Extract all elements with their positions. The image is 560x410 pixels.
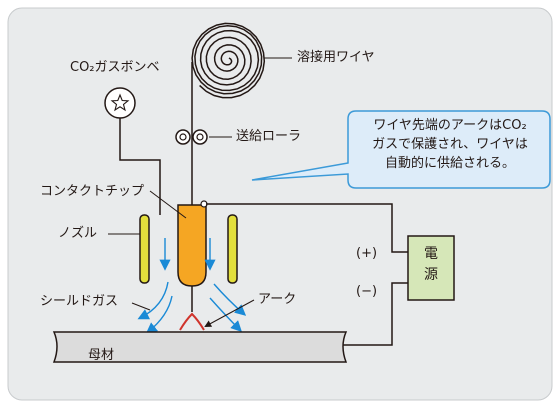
minus-cable bbox=[321, 282, 408, 346]
gas-arrow-curve-right-1 bbox=[213, 283, 247, 316]
leader-shield-gas bbox=[131, 302, 151, 311]
wire-label: 溶接用ワイヤ bbox=[297, 50, 375, 65]
feed-roller-right-icon bbox=[192, 129, 208, 145]
gas-hose bbox=[119, 118, 161, 215]
power-supply-label-line1: 電 bbox=[424, 246, 438, 262]
base-metal-label: 母材 bbox=[88, 348, 115, 363]
co2-cylinder-icon bbox=[104, 87, 136, 119]
base-metal bbox=[52, 331, 348, 363]
nozzle-right bbox=[227, 214, 238, 284]
leader-contact-tip bbox=[149, 190, 187, 219]
arc-spark bbox=[179, 312, 205, 331]
callout-text: ワイヤ先端のアークはCO₂ ガスで保護され、ワイヤは 自動的に供給される。 bbox=[352, 116, 548, 173]
nozzle-label: ノズル bbox=[58, 226, 98, 241]
callout-line2: ガスで保護され、ワイヤは bbox=[372, 137, 528, 152]
callout-bubble bbox=[251, 110, 551, 189]
leader-arc bbox=[204, 299, 255, 327]
wire-spiral bbox=[191, 22, 266, 99]
gas-arrow-curve-left-2 bbox=[145, 295, 173, 334]
feed-roller-label: 送給ローラ bbox=[236, 129, 302, 144]
power-supply-label-line2: 源 bbox=[424, 267, 438, 283]
plus-cable bbox=[206, 203, 408, 253]
feed-roller-left-icon bbox=[175, 129, 191, 145]
feed-roller-right-hub bbox=[196, 133, 204, 141]
contact-tip bbox=[177, 204, 207, 287]
power-supply-label: 電 源 bbox=[413, 244, 449, 286]
gauge-star-icon bbox=[110, 93, 130, 112]
nozzle-left bbox=[139, 214, 150, 284]
minus-terminal-label: (−) bbox=[356, 284, 378, 299]
arc-label: アーク bbox=[258, 292, 297, 307]
contact-tip-label: コンタクトチップ bbox=[40, 184, 145, 199]
feed-roller-left-hub bbox=[179, 133, 187, 141]
callout-line3: 自動的に供給される。 bbox=[384, 156, 515, 171]
plus-terminal-label: (+) bbox=[356, 246, 378, 261]
callout-line1: ワイヤ先端のアークはCO₂ bbox=[373, 118, 527, 133]
shield-gas-label: シールドガス bbox=[40, 294, 119, 309]
power-supply-box bbox=[407, 235, 455, 301]
co2-cylinder-label: CO₂ガスボンベ bbox=[70, 60, 160, 75]
gas-arrow-curve-left-1 bbox=[137, 281, 169, 320]
